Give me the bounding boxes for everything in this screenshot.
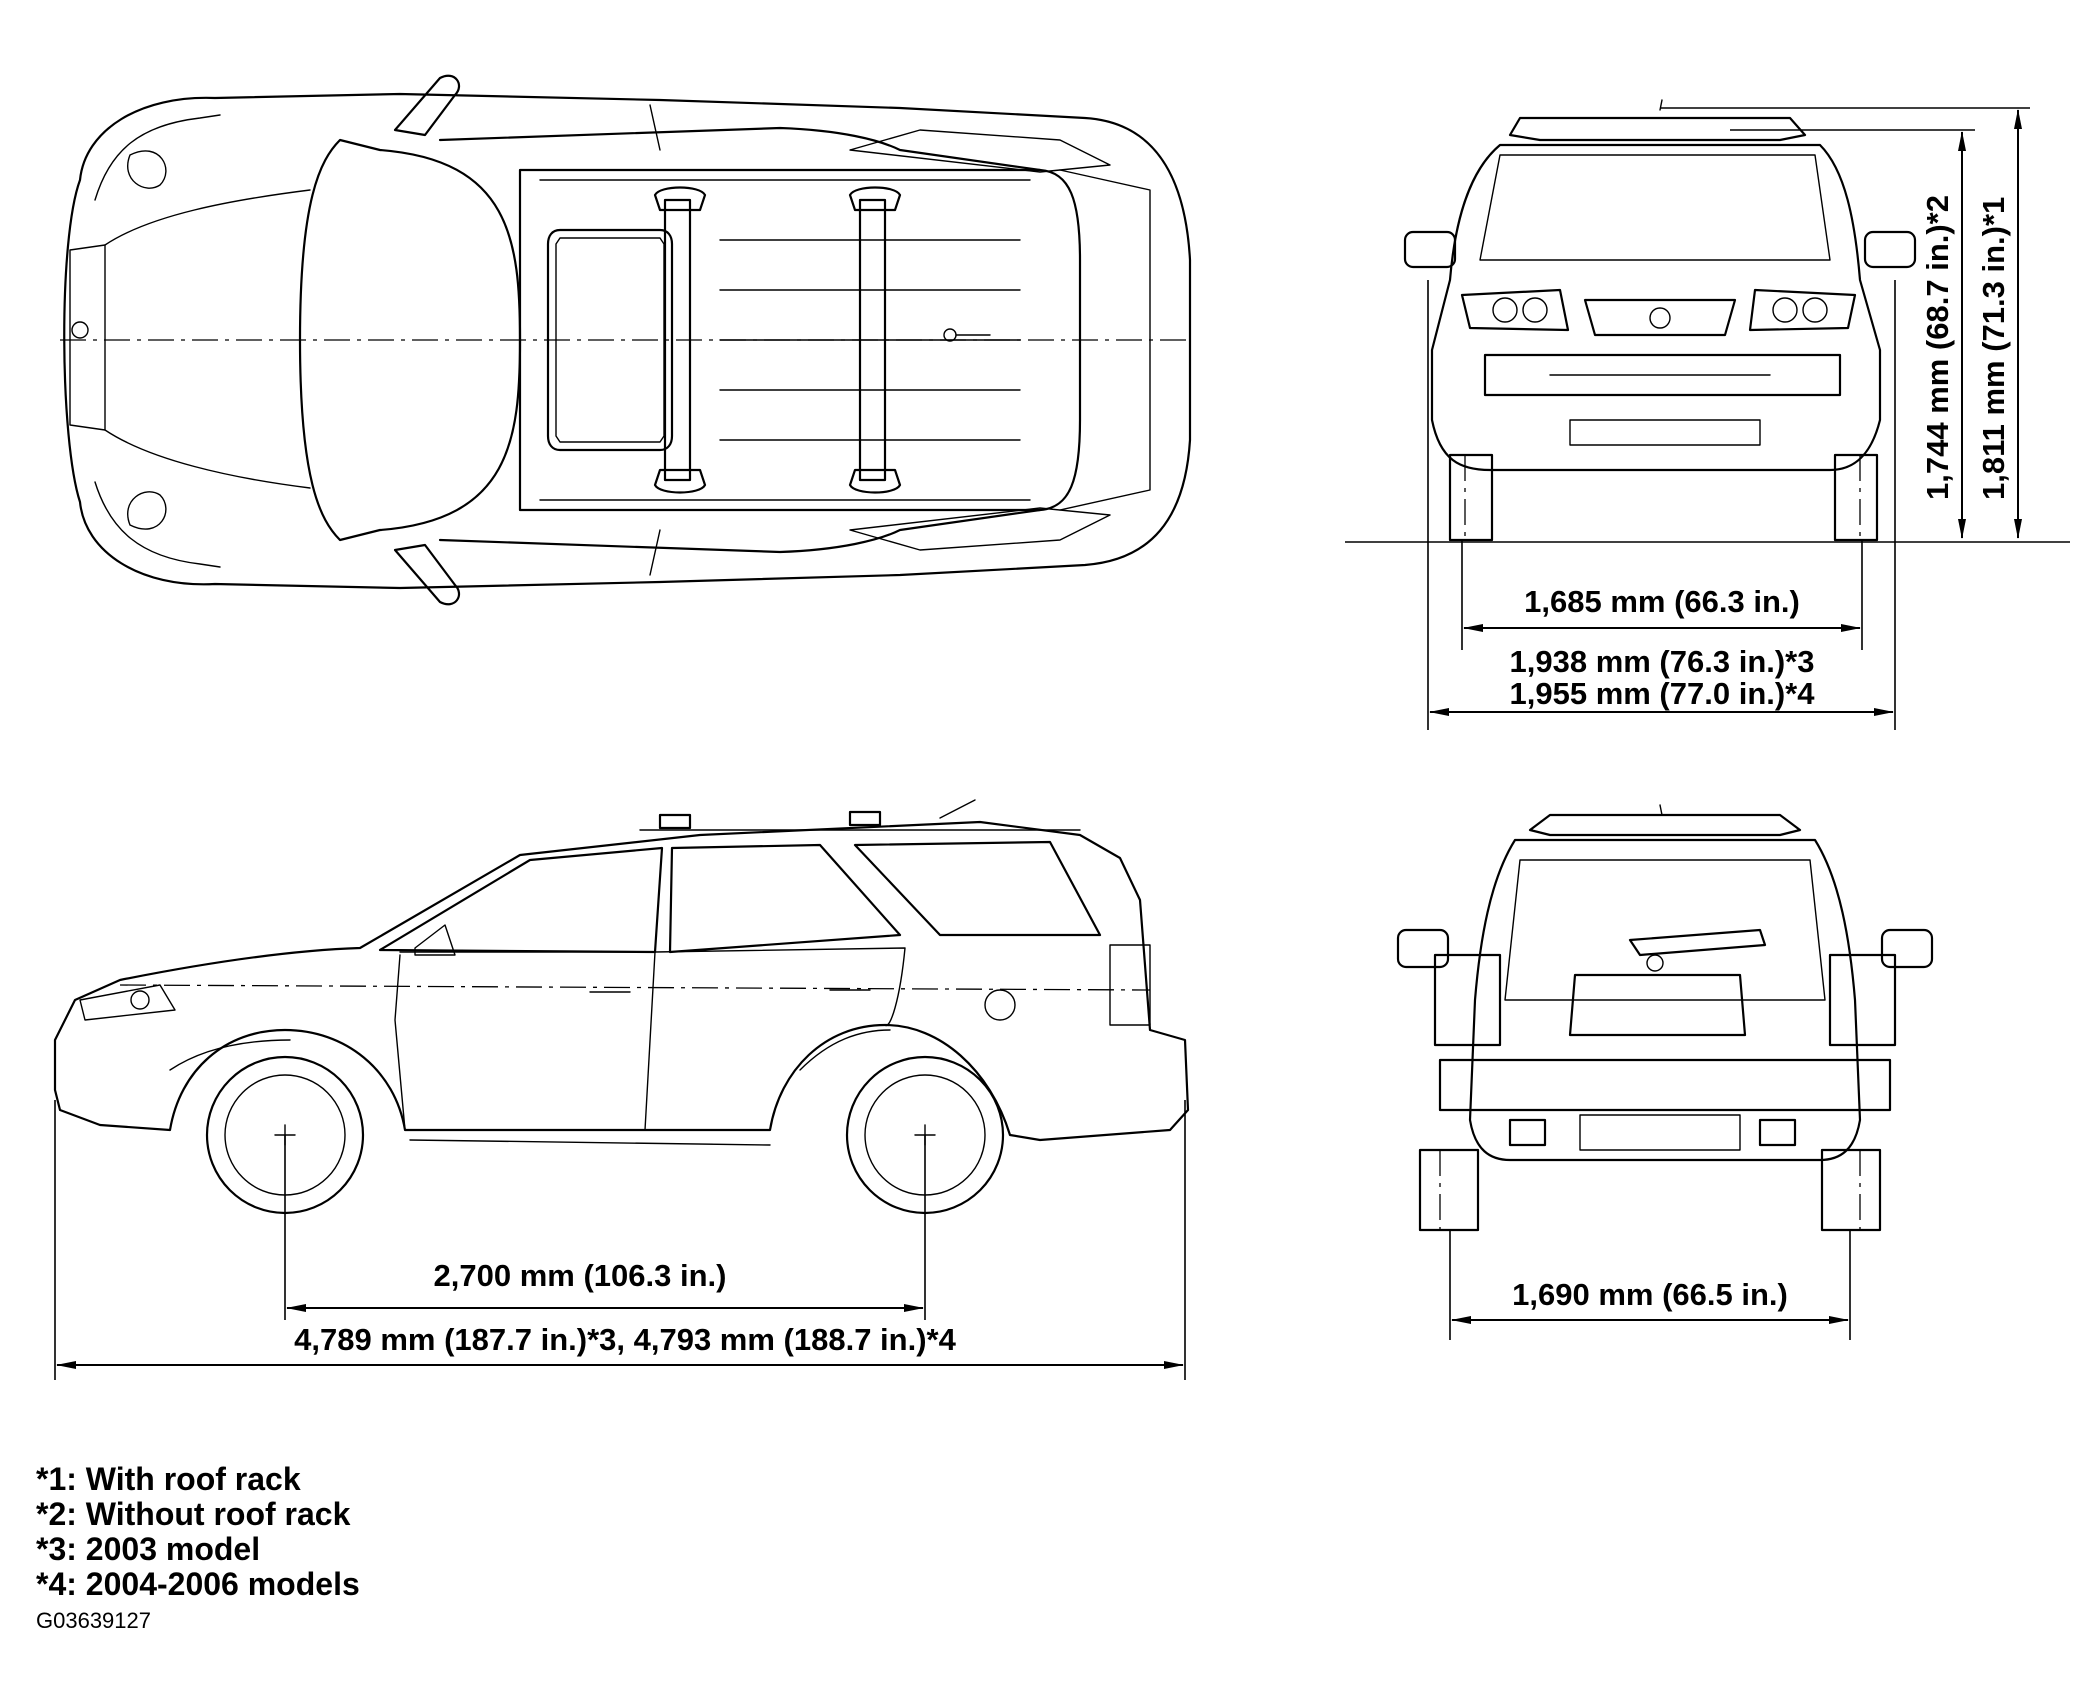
overall-length-label: 4,789 mm (187.7 in.)*3, 4,793 mm (188.7 … [294, 1322, 956, 1357]
side-view [53, 799, 1190, 1215]
figure-code: G03639127 [36, 1608, 151, 1633]
rear-track-label: 1,690 mm (66.5 in.) [1512, 1277, 1788, 1312]
front-view [1345, 99, 2070, 543]
height-without-rack-label: 1,744 mm (68.7 in.)*2 [1920, 195, 1955, 500]
top-view [60, 74, 1192, 606]
wheelbase-label: 2,700 mm (106.3 in.) [434, 1258, 727, 1293]
footnote-3: *3: 2003 model [36, 1531, 261, 1567]
front-track-label: 1,685 mm (66.3 in.) [1524, 584, 1800, 619]
width-2004-2006-label: 1,955 mm (77.0 in.)*4 [1510, 676, 1816, 711]
height-with-rack-label: 1,811 mm (71.3 in.)*1 [1976, 197, 2011, 500]
footnotes: *1: With roof rack *2: Without roof rack… [36, 1462, 360, 1602]
footnote-2: *2: Without roof rack [36, 1496, 351, 1532]
footnote-1: *1: With roof rack [36, 1461, 301, 1497]
width-2003-label: 1,938 mm (76.3 in.)*3 [1510, 644, 1815, 679]
dimension-lines [54, 107, 2030, 1380]
rear-view [1396, 804, 1934, 1232]
footnote-4: *4: 2004-2006 models [36, 1566, 360, 1602]
